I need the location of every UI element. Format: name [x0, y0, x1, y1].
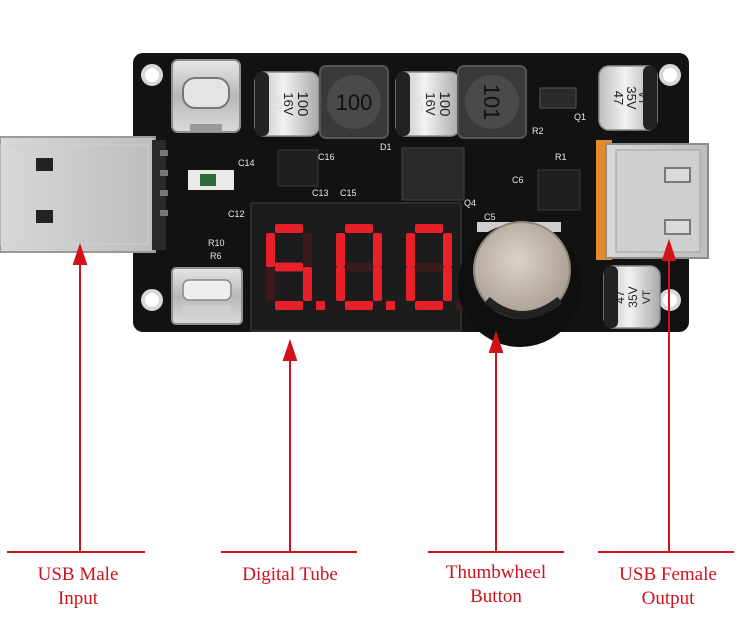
silk-label: Q4 — [464, 198, 476, 208]
digit-2-segment-a — [415, 224, 443, 233]
digit-1-segment-c — [373, 267, 382, 301]
capacitor-right-top-value: 47 — [611, 91, 626, 105]
smd-component — [200, 174, 216, 186]
digit-2-segment-f — [406, 233, 415, 267]
label-usb-female-output: USB Female Output — [598, 563, 738, 611]
digit-1-segment-d — [345, 301, 373, 310]
digit-2-segment-e — [406, 267, 415, 301]
capacitor-mid-value: 100 — [436, 91, 453, 116]
digit-1-segment-f — [336, 233, 345, 267]
usb-c-port — [171, 59, 241, 133]
label-thumbwheel-button: Thumbwheel Button — [426, 561, 566, 609]
capacitor-left: 100 16V VT — [254, 71, 320, 137]
label-thumbwheel-line1: Thumbwheel — [445, 562, 547, 583]
digit-1-segment-a — [345, 224, 373, 233]
mount-hole — [141, 289, 163, 311]
silk-label: R1 — [555, 152, 567, 162]
silk-label: R6 — [210, 251, 222, 261]
silk-label: C14 — [238, 158, 255, 168]
silk-label: R10 — [208, 238, 225, 248]
mosfet-chip — [401, 147, 465, 201]
capacitor-right-bottom: 47 35V VT — [603, 265, 661, 329]
digit-0-segment-b — [303, 233, 312, 267]
digit-1-decimal-point — [386, 301, 395, 310]
digit-2-segment-g — [415, 262, 443, 272]
leader-lines — [7, 238, 734, 553]
thumbwheel — [458, 221, 582, 347]
label-digital-tube-line1: Digital Tube — [242, 564, 338, 585]
digit-0-segment-g — [275, 262, 303, 272]
mount-hole — [141, 64, 163, 86]
label-usb-female-line1: USB Female — [619, 564, 717, 585]
digit-2-decimal-point — [456, 301, 465, 310]
digit-2-segment-c — [443, 267, 452, 301]
capacitor-mid-voltage: 16V — [423, 92, 438, 115]
inductor-left-mark: 100 — [336, 90, 373, 115]
label-usb-male-line1: USB Male — [37, 564, 119, 585]
digit-2-segment-b — [443, 233, 452, 267]
capacitor-right-bottom-value: 47 — [613, 290, 627, 304]
capacitor-right-top-voltage: 35V — [624, 86, 639, 109]
label-usb-male-line2: Input — [57, 588, 99, 609]
label-digital-tube: Digital Tube — [220, 563, 360, 587]
digit-0-segment-c — [303, 267, 312, 301]
digit-0-segment-a — [275, 224, 303, 233]
silk-label: C13 — [312, 188, 329, 198]
digit-0-segment-f — [266, 233, 275, 267]
capacitor-left-voltage: 16V — [281, 92, 296, 115]
capacitor-mid-series: VT — [411, 96, 425, 112]
label-thumbwheel-line2: Button — [470, 586, 522, 607]
smd-resistor — [539, 87, 577, 109]
silk-label: C16 — [318, 152, 335, 162]
digit-1-segment-g — [345, 262, 373, 272]
micro-usb-port — [171, 267, 243, 325]
usb-female-port — [596, 140, 709, 260]
inductor-right-mark: 101 — [479, 84, 504, 121]
label-usb-male-input: USB Male Input — [8, 563, 148, 611]
capacitor-right-bottom-voltage: 35V — [626, 286, 640, 307]
capacitor-mid: 100 16V VT — [395, 71, 461, 137]
capacitor-left-value: 100 — [294, 91, 311, 116]
capacitor-left-series: VT — [270, 96, 284, 112]
capacitor-right-top: 47 35V VT — [598, 65, 658, 131]
silk-label: C15 — [340, 188, 357, 198]
silk-label: D1 — [380, 142, 392, 152]
inductor-left: 100 — [319, 65, 389, 139]
digit-0-segment-e — [266, 267, 275, 301]
silk-label: C5 — [484, 212, 496, 222]
digit-2-segment-d — [415, 301, 443, 310]
digit-0-segment-d — [275, 301, 303, 310]
digital-tube-digits — [266, 224, 465, 310]
ic-chip — [537, 169, 581, 211]
silk-label: C12 — [228, 209, 245, 219]
label-usb-female-line2: Output — [641, 588, 695, 609]
capacitor-right-top-series: VT — [636, 91, 648, 105]
digit-0-decimal-point — [316, 301, 325, 310]
digit-1-segment-e — [336, 267, 345, 301]
silk-label: R2 — [532, 126, 544, 136]
ic-chip — [277, 149, 319, 187]
mount-hole — [659, 64, 681, 86]
digit-1-segment-b — [373, 233, 382, 267]
inductor-right: 101 — [457, 65, 527, 139]
usb-male-plug — [0, 136, 168, 253]
silk-label: Q1 — [574, 112, 586, 122]
capacitor-right-bottom-series: VT — [641, 290, 653, 304]
silk-label: C6 — [512, 175, 524, 185]
